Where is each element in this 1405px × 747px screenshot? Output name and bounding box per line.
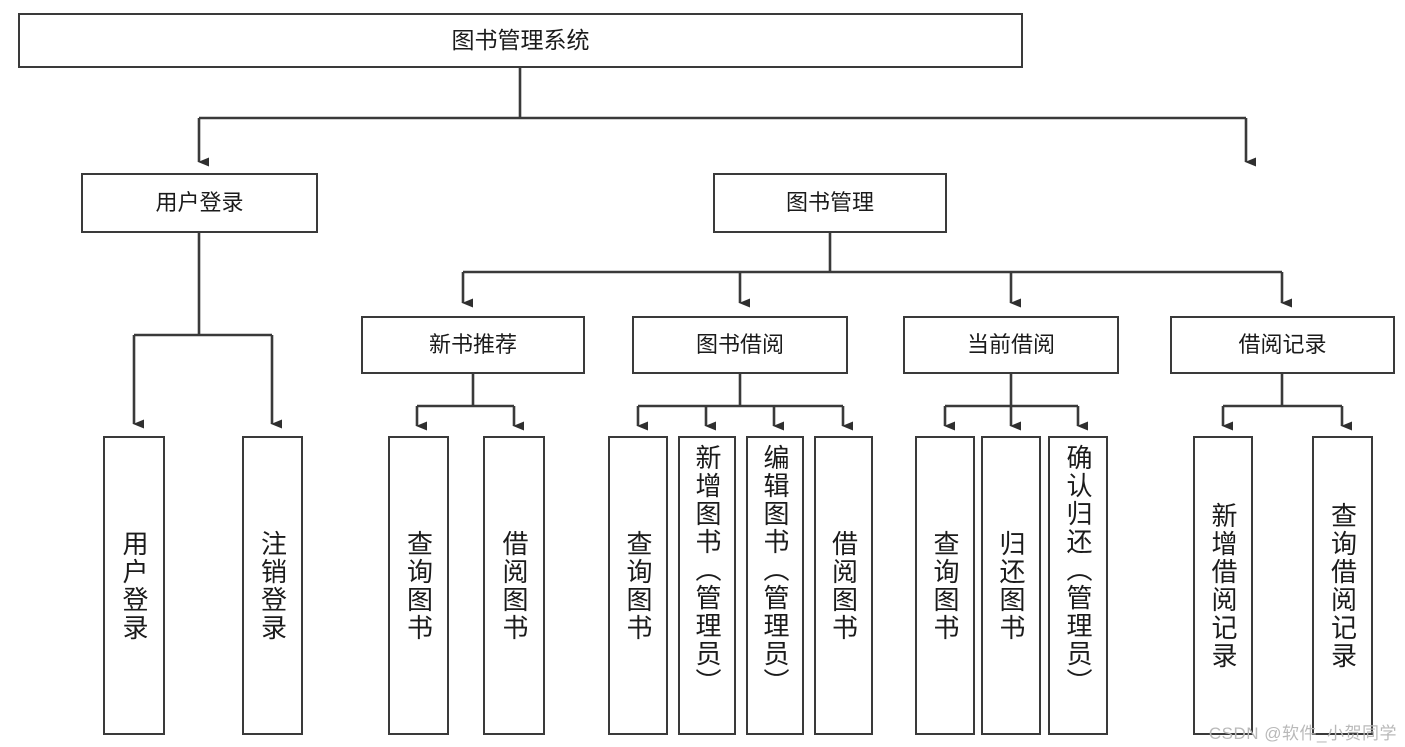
- node-borrow-records[interactable]: 借阅记录: [1170, 316, 1395, 374]
- leaf-records-add-record-label: 新增借阅记录: [1208, 501, 1238, 670]
- leaf-current-query-book-label: 查询图书: [930, 529, 960, 642]
- leaf-records-add-record[interactable]: 新增借阅记录: [1193, 436, 1253, 735]
- leaf-user-login-label: 用户登录: [119, 529, 149, 642]
- leaf-logout[interactable]: 注销登录: [242, 436, 303, 735]
- leaf-borrow-query-book[interactable]: 查询图书: [608, 436, 668, 735]
- leaf-current-query-book[interactable]: 查询图书: [915, 436, 975, 735]
- node-book-borrow[interactable]: 图书借阅: [632, 316, 848, 374]
- leaf-borrow-borrow-book[interactable]: 借阅图书: [814, 436, 873, 735]
- watermark: CSDN @软件_小贺同学: [1208, 724, 1397, 743]
- leaf-current-return-book-label: 归还图书: [996, 529, 1026, 642]
- node-current-borrow-label: 当前借阅: [966, 331, 1055, 357]
- node-user-login[interactable]: 用户登录: [81, 173, 318, 233]
- leaf-records-query-record-label: 查询借阅记录: [1327, 501, 1358, 670]
- node-root-label: 图书管理系统: [451, 26, 590, 53]
- leaf-newbook-borrow-book[interactable]: 借阅图书: [483, 436, 545, 735]
- leaf-borrow-add-book-label: 新增图书（管理员）: [692, 444, 722, 696]
- leaf-borrow-add-book[interactable]: 新增图书（管理员）: [678, 436, 736, 735]
- node-book-borrow-label: 图书借阅: [695, 331, 784, 357]
- leaf-newbook-query-book[interactable]: 查询图书: [388, 436, 449, 735]
- leaf-current-return-book[interactable]: 归还图书: [981, 436, 1041, 735]
- node-root[interactable]: 图书管理系统: [18, 13, 1023, 68]
- leaf-logout-label: 注销登录: [257, 529, 288, 642]
- leaf-records-query-record[interactable]: 查询借阅记录: [1312, 436, 1373, 735]
- node-new-book-recommend-label: 新书推荐: [428, 331, 517, 357]
- leaf-borrow-edit-book[interactable]: 编辑图书（管理员）: [746, 436, 804, 735]
- leaf-current-confirm-return-label: 确认归还（管理员）: [1063, 444, 1093, 696]
- leaf-current-confirm-return[interactable]: 确认归还（管理员）: [1048, 436, 1108, 735]
- node-book-management[interactable]: 图书管理: [713, 173, 947, 233]
- leaf-newbook-borrow-book-label: 借阅图书: [499, 529, 529, 642]
- node-book-management-label: 图书管理: [785, 189, 874, 215]
- node-user-login-label: 用户登录: [155, 189, 244, 215]
- leaf-borrow-query-book-label: 查询图书: [623, 529, 653, 642]
- node-borrow-records-label: 借阅记录: [1238, 331, 1327, 357]
- node-new-book-recommend[interactable]: 新书推荐: [361, 316, 585, 374]
- leaf-borrow-edit-book-label: 编辑图书（管理员）: [760, 444, 790, 696]
- leaf-borrow-borrow-book-label: 借阅图书: [828, 529, 859, 642]
- node-current-borrow[interactable]: 当前借阅: [903, 316, 1119, 374]
- leaf-newbook-query-book-label: 查询图书: [403, 529, 434, 642]
- leaf-user-login[interactable]: 用户登录: [103, 436, 165, 735]
